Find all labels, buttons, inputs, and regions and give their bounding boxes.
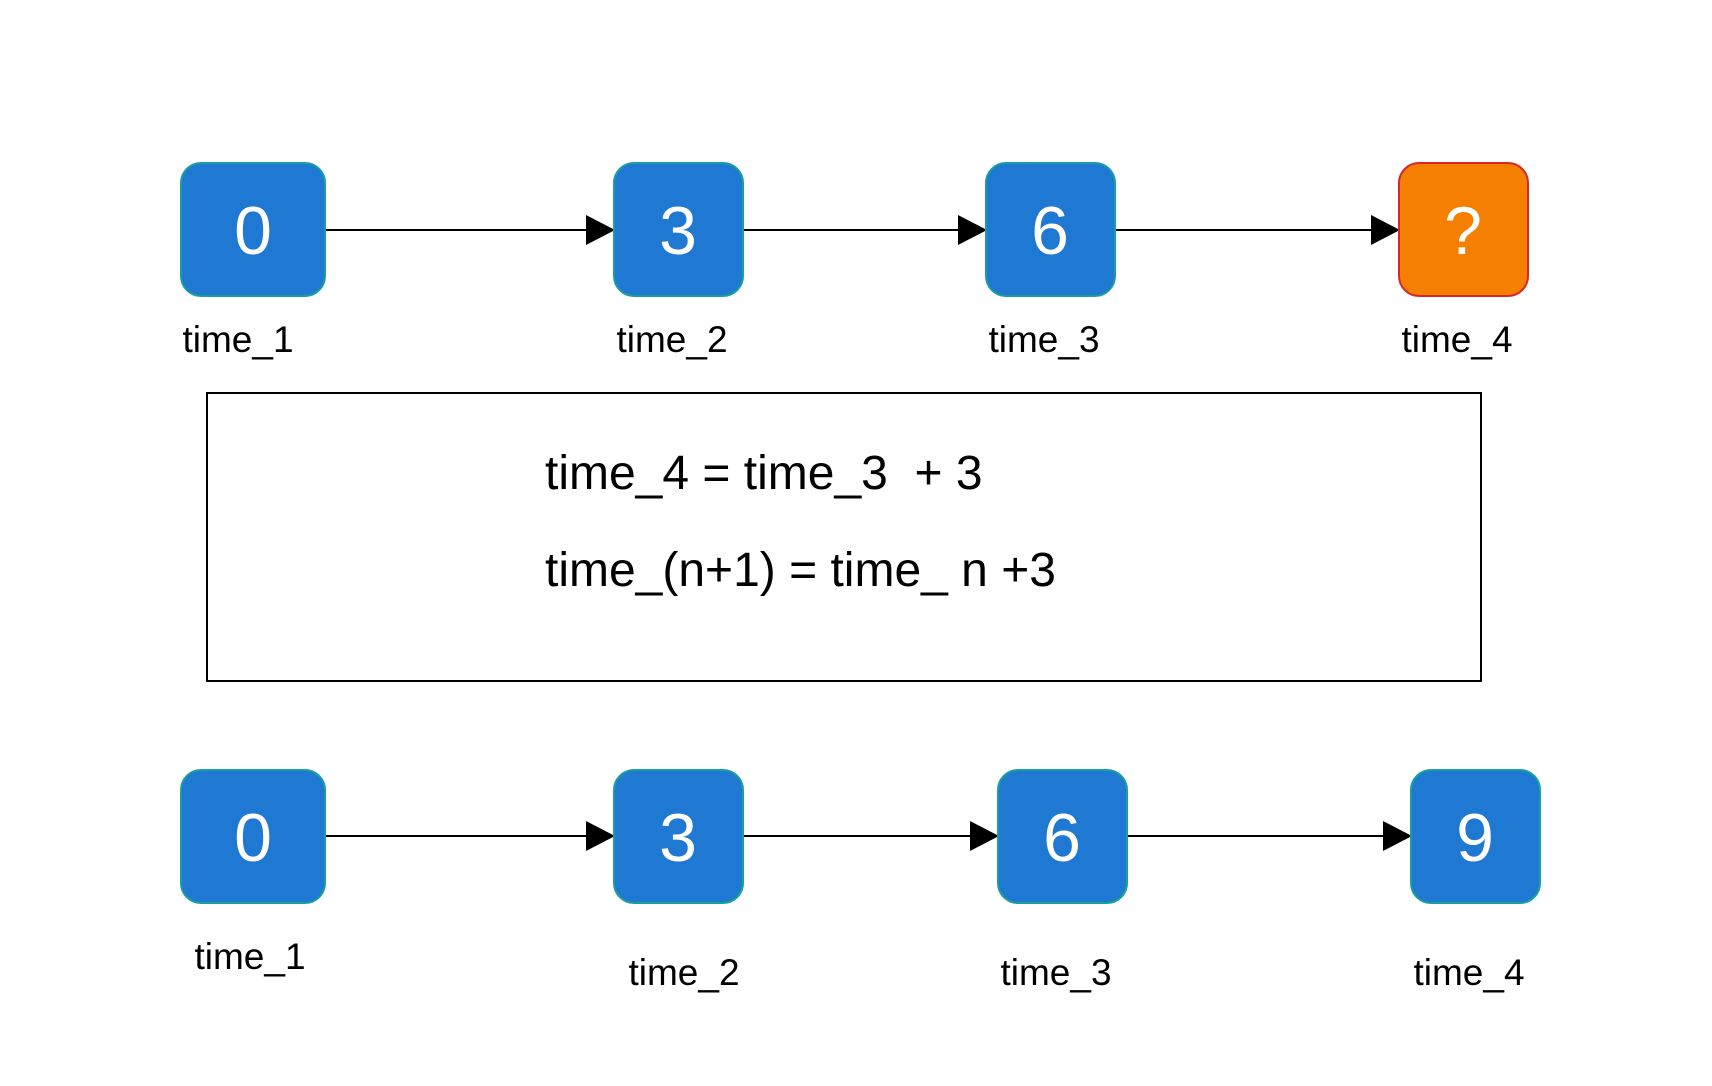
top-node-1-label: time_1	[182, 319, 293, 360]
bottom-node-1-label: time_1	[194, 936, 305, 977]
formula-line-1: time_4 = time_3 + 3	[545, 447, 983, 500]
bottom-sequence: 0 time_1 3 time_2 6 time_3 9 time_4	[180, 769, 1541, 993]
top-node-time-3: 6 time_3	[985, 162, 1116, 360]
bottom-node-3-value: 6	[1043, 800, 1081, 876]
top-node-4-label: time_4	[1401, 319, 1512, 360]
bottom-node-time-4: 9 time_4	[1410, 769, 1541, 993]
top-node-3-value: 6	[1031, 193, 1069, 269]
bottom-node-time-2: 3 time_2	[613, 769, 744, 993]
top-node-4-box	[1398, 162, 1529, 297]
top-sequence: 0 time_1 3 time_2 6 time_3 ? time_4	[180, 162, 1529, 360]
bottom-node-4-label: time_4	[1413, 952, 1524, 993]
top-node-time-1: 0 time_1	[180, 162, 326, 360]
top-node-3-label: time_3	[988, 319, 1099, 360]
top-arrowhead-2	[586, 215, 615, 245]
top-node-4-value: ?	[1444, 193, 1482, 269]
bottom-node-1-box	[180, 769, 326, 904]
formula-panel: time_4 = time_3 + 3 time_(n+1) = time_ n…	[206, 392, 1482, 682]
bottom-node-time-1: 0 time_1	[180, 769, 326, 977]
top-node-time-2: 3 time_2	[613, 162, 744, 360]
top-node-2-value: 3	[659, 193, 697, 269]
bottom-node-3-label: time_3	[1000, 952, 1111, 993]
bottom-arrowhead-4	[1383, 821, 1412, 851]
top-node-2-label: time_2	[616, 319, 727, 360]
formula-line-2: time_(n+1) = time_ n +3	[545, 544, 1056, 597]
bottom-node-2-value: 3	[659, 800, 697, 876]
top-arrowhead-3	[958, 215, 987, 245]
bottom-arrowhead-3	[970, 821, 999, 851]
top-node-time-4: ? time_4	[1398, 162, 1529, 360]
formula-box-border	[206, 392, 1482, 682]
top-node-1-box	[180, 162, 326, 297]
bottom-node-3-box	[997, 769, 1128, 904]
top-node-2-box	[613, 162, 744, 297]
top-node-3-box	[985, 162, 1116, 297]
top-arrowhead-4	[1371, 215, 1400, 245]
bottom-node-time-3: 6 time_3	[997, 769, 1128, 993]
bottom-node-2-label: time_2	[628, 952, 739, 993]
bottom-node-4-box	[1410, 769, 1541, 904]
bottom-node-4-value: 9	[1456, 800, 1494, 876]
bottom-node-2-box	[613, 769, 744, 904]
top-node-1-value: 0	[234, 193, 272, 269]
bottom-node-1-value: 0	[234, 800, 272, 876]
bottom-arrowhead-2	[586, 821, 615, 851]
